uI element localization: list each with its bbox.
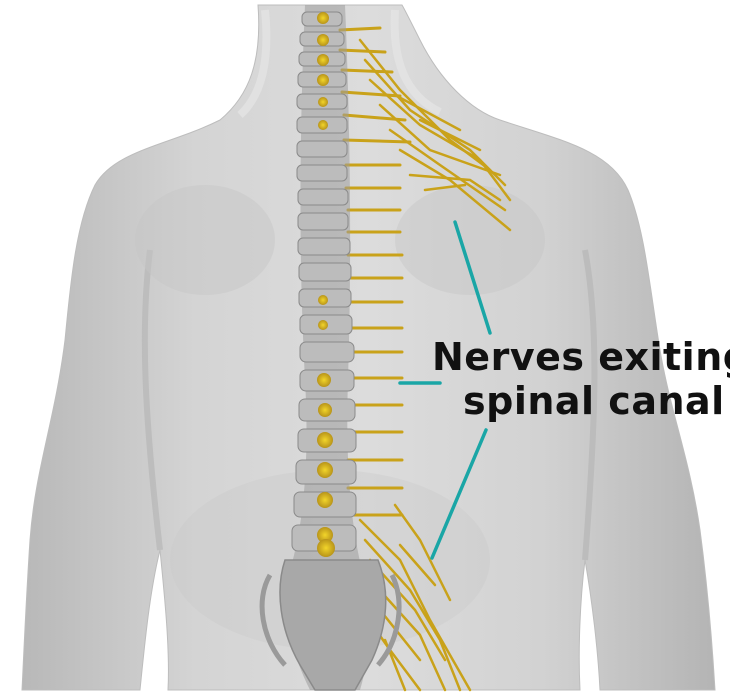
annotation-label-line-1: Nerves exiting — [432, 336, 730, 378]
annotation-label-line-2: spinal canal — [463, 380, 725, 422]
